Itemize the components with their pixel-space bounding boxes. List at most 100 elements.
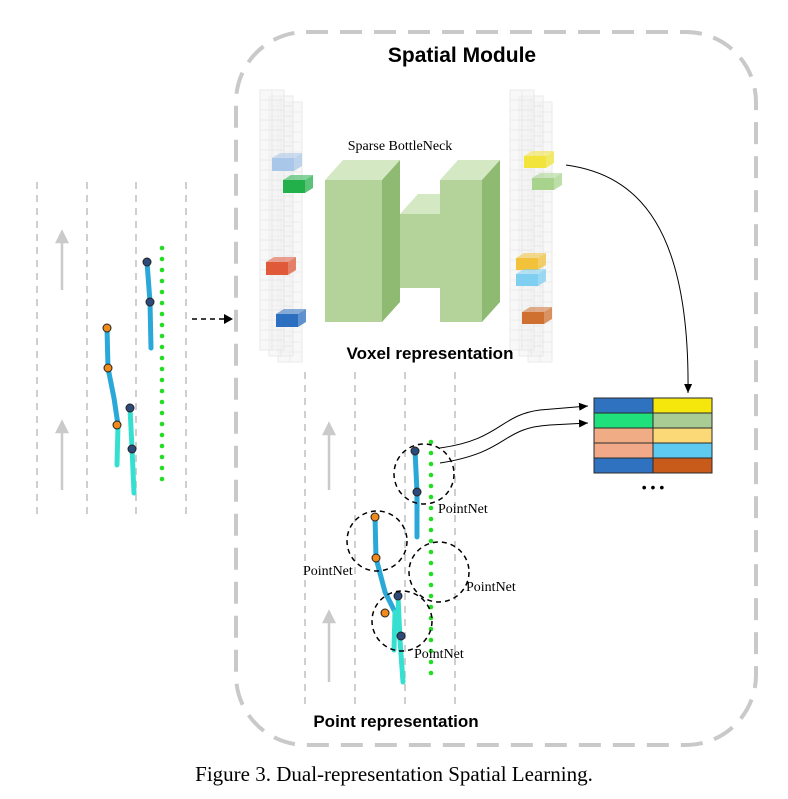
point-to-table-arrow-2 <box>439 419 589 464</box>
voxel-cell-left-1 <box>283 175 313 193</box>
figure-caption: Figure 3. Dual-representation Spatial Le… <box>195 762 593 786</box>
left-green-dot-4 <box>159 289 165 295</box>
inner-green-dot-13 <box>428 582 434 588</box>
bottleneck-block-right <box>440 160 500 322</box>
left-green-dot-15 <box>159 410 165 416</box>
inner-green-dot-6 <box>428 505 434 511</box>
left-green-dot-2 <box>159 267 165 273</box>
inner-green-dot-8 <box>428 527 434 533</box>
inner-green-dots <box>428 439 434 676</box>
table-cell-2-1 <box>652 427 713 444</box>
left-trajectory-cyan-a <box>114 422 121 468</box>
table-cell-4-0 <box>593 457 654 474</box>
table-ellipsis: • • • <box>642 479 665 495</box>
inner-green-dot-20 <box>428 659 434 665</box>
left-green-dot-20 <box>159 465 165 471</box>
left-green-dot-7 <box>159 322 165 328</box>
inner-green-dot-7 <box>428 516 434 522</box>
pointnet-circle-4 <box>371 590 433 652</box>
table-cell-3-1 <box>652 442 713 459</box>
pointnet-label-3: PointNet <box>466 580 516 595</box>
inner-green-dot-1 <box>428 450 434 456</box>
voxel-cell-right-1 <box>532 173 562 190</box>
inner-green-dot-2 <box>428 461 434 467</box>
left-green-dot-17 <box>159 432 165 438</box>
left-green-dots <box>159 245 165 482</box>
left-green-dot-3 <box>159 278 165 284</box>
pointnet-label-1: PointNet <box>438 502 488 517</box>
voxel-cell-right-3 <box>516 269 546 286</box>
voxel-left-layer-0 <box>259 89 285 351</box>
table-cell-1-1 <box>652 412 713 429</box>
inner-green-dot-11 <box>428 560 434 566</box>
scene-to-module-arrowhead <box>224 314 233 324</box>
inner-green-dot-9 <box>428 538 434 544</box>
voxel-cell-left-3 <box>276 309 306 327</box>
left-green-dot-13 <box>159 388 165 394</box>
bottleneck-label: Sparse BottleNeck <box>348 139 453 154</box>
table-cell-3-0 <box>593 442 654 459</box>
left-green-dot-16 <box>159 421 165 427</box>
inner-trajectory-nodes <box>370 446 422 641</box>
voxel-representation-label: Voxel representation <box>347 344 514 363</box>
voxel-cell-left-2 <box>266 257 296 275</box>
left-lane-lines <box>36 182 187 518</box>
point-to-table-arrow-1 <box>439 402 589 449</box>
left-trajectory-blue <box>104 325 121 428</box>
inner-trajectory-cyan-a <box>391 609 398 653</box>
inner-green-dot-21 <box>428 670 434 676</box>
inner-green-dot-18 <box>428 637 434 643</box>
inner-green-dot-4 <box>428 483 434 489</box>
inner-green-dot-0 <box>428 439 434 445</box>
inner-green-dot-14 <box>428 593 434 599</box>
pointnet-circle-3 <box>408 541 470 603</box>
left-green-dot-19 <box>159 454 165 460</box>
voxel-to-table-arrow <box>565 164 693 394</box>
inner-green-dot-3 <box>428 472 434 478</box>
table-cell-0-1 <box>652 397 713 414</box>
pointnet-circle-2 <box>346 510 408 572</box>
table-cell-0-0 <box>593 397 654 414</box>
module-title: Spatial Module <box>388 44 536 67</box>
voxel-cells-left <box>266 153 313 327</box>
left-green-dot-9 <box>159 344 165 350</box>
voxel-cells-right <box>516 151 562 324</box>
inner-lane-direction-arrows <box>321 421 337 682</box>
pointnet-circle-1 <box>393 443 455 505</box>
voxel-cell-right-0 <box>524 151 554 168</box>
inner-green-dot-5 <box>428 494 434 500</box>
fused-feature-table <box>593 397 713 474</box>
point-representation-label: Point representation <box>313 712 478 731</box>
left-green-dot-6 <box>159 311 165 317</box>
pointnet-label-2: PointNet <box>303 564 353 579</box>
left-green-dot-12 <box>159 377 165 383</box>
inner-green-dot-19 <box>428 648 434 654</box>
left-green-dot-10 <box>159 355 165 361</box>
left-trajectories <box>104 259 154 496</box>
left-green-dot-14 <box>159 399 165 405</box>
pointnet-label-4: PointNet <box>414 647 464 662</box>
voxel-cell-left-0 <box>272 153 302 171</box>
left-green-dot-21 <box>159 476 165 482</box>
connector-arrows <box>439 164 693 464</box>
sparse-bottleneck <box>325 160 500 322</box>
left-green-dot-18 <box>159 443 165 449</box>
table-cell-4-1 <box>652 457 713 474</box>
spatial-module-frame <box>234 30 758 747</box>
table-cell-2-0 <box>593 427 654 444</box>
inner-green-dot-10 <box>428 549 434 555</box>
inner-lane-lines <box>304 372 456 706</box>
voxel-right-layer-0 <box>509 89 535 351</box>
pointnet-circles <box>346 443 470 652</box>
inner-trajectory-blue-a <box>372 513 398 615</box>
inner-green-dot-12 <box>428 571 434 577</box>
left-green-dot-5 <box>159 300 165 306</box>
voxel-cell-right-4 <box>522 307 552 324</box>
left-green-dot-0 <box>159 245 165 251</box>
left-green-dot-8 <box>159 333 165 339</box>
left-green-dot-11 <box>159 366 165 372</box>
left-trajectory-nodes <box>102 257 155 454</box>
bottleneck-block-left <box>325 160 400 322</box>
pointnet-labels: PointNet PointNet PointNet PointNet <box>303 502 516 662</box>
